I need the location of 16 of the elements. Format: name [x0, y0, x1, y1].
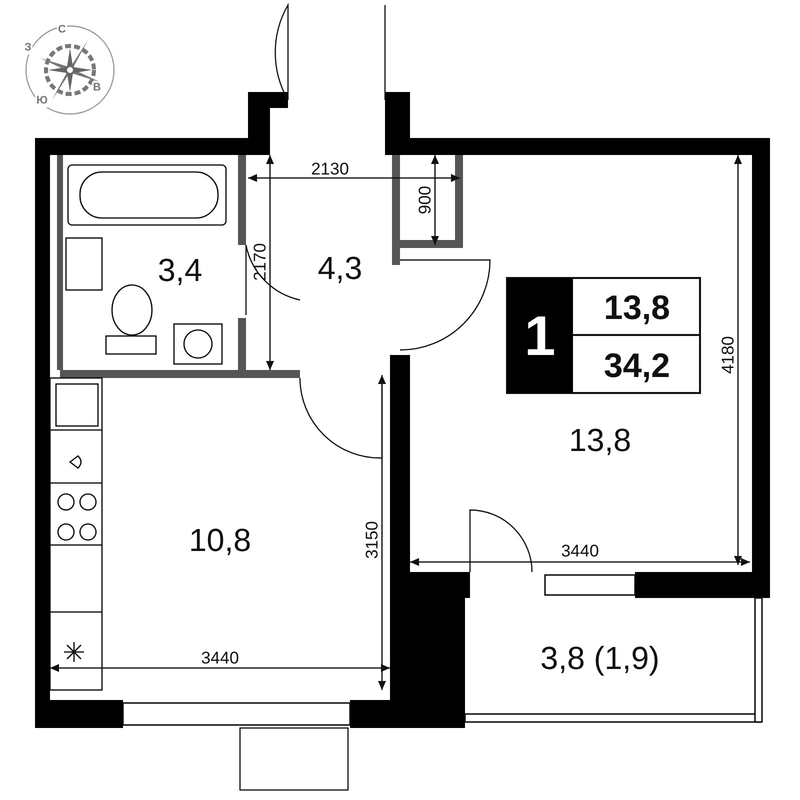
- room-area: 3,4: [158, 254, 202, 286]
- room-area: 10,8: [188, 524, 252, 556]
- dimension-label: 900: [416, 186, 434, 214]
- room-area: 3,8 (1,9): [540, 642, 660, 674]
- total-area: 34,2: [604, 349, 670, 383]
- compass-letter: Ю: [35, 94, 49, 108]
- dimension-label: 3440: [561, 542, 599, 560]
- dimension-label: 4180: [720, 336, 736, 374]
- room-area: 4,3: [318, 252, 362, 284]
- dimension-label: 3150: [364, 521, 380, 559]
- room-area: 13,8: [568, 424, 632, 456]
- room-count: 1: [524, 308, 556, 364]
- dimension-label: 3440: [201, 650, 239, 666]
- compass-letter: З: [24, 42, 32, 54]
- dimension-label: 2130: [311, 160, 349, 178]
- living-area: 13,8: [604, 291, 670, 325]
